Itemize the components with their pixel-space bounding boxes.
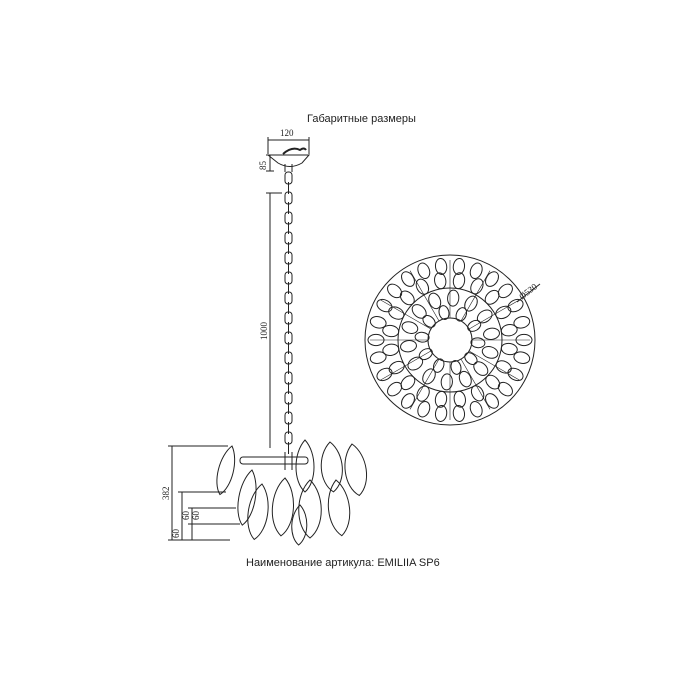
chain-dimension-line bbox=[266, 192, 282, 448]
top-view bbox=[364, 254, 541, 426]
article-name: Наименование артикула: EMILIIA SP6 bbox=[246, 557, 440, 569]
dim-chain-length: 1000 bbox=[259, 322, 269, 341]
chandelier-body bbox=[216, 439, 367, 546]
dim-tier-1: 60 bbox=[171, 529, 181, 539]
dim-diameter: Ø530 bbox=[517, 281, 539, 302]
height-dimensions bbox=[168, 445, 240, 541]
dim-body-height: 382 bbox=[161, 487, 171, 501]
dim-canopy-height: 85 bbox=[258, 161, 268, 171]
dim-tier-3: 60 bbox=[191, 511, 201, 521]
drawing-title: Габаритные размеры bbox=[307, 113, 416, 125]
dim-canopy-width: 120 bbox=[280, 128, 294, 138]
dim-tier-2: 60 bbox=[181, 511, 191, 521]
chain bbox=[284, 171, 293, 454]
canopy bbox=[266, 137, 311, 172]
